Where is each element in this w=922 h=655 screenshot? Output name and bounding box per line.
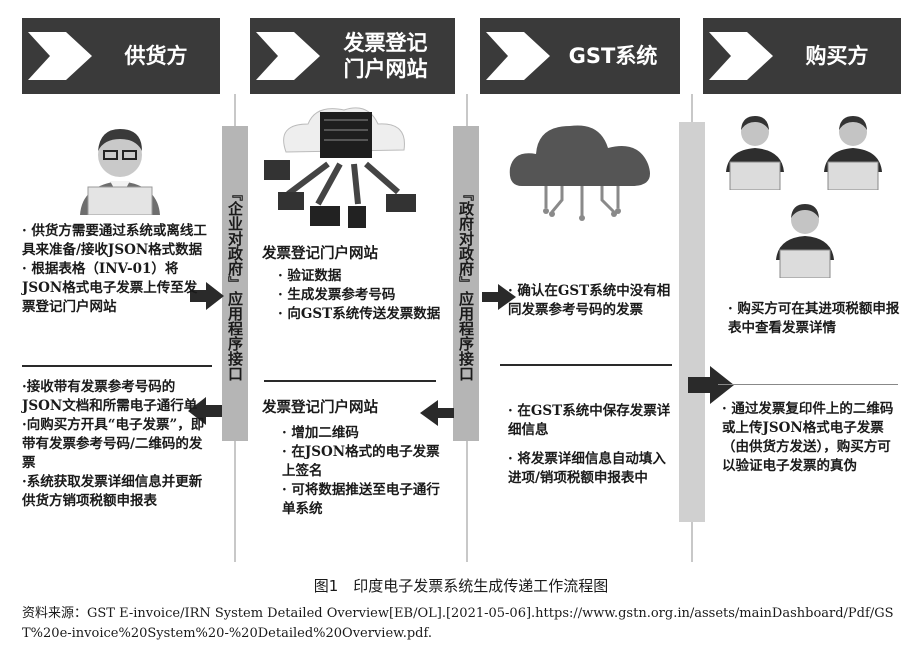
list-item: ·向购买方开具“电子发票”，即带有发票参考号码/二维码的发票 bbox=[22, 417, 205, 471]
list-item: · 验证数据 bbox=[278, 268, 342, 284]
figure-caption: 图1 印度电子发票系统生成传递工作流程图 bbox=[313, 577, 609, 595]
list-item: · 购买方可在其进项税额申报表中查看发票详情 bbox=[728, 301, 900, 336]
supplier-person-icon bbox=[80, 129, 160, 215]
buyer-person-icon bbox=[726, 116, 784, 190]
arrow-right-icon bbox=[190, 282, 224, 310]
supplier-bottom-text: ·接收带有发票参考号码的JSON文档和所需电子通行单 ·向购买方开具“电子发票”… bbox=[22, 378, 210, 511]
gst-top-text: · 确认在GST系统中没有相同发票参考号码的发票 bbox=[508, 282, 676, 320]
cloud-icon bbox=[509, 125, 650, 221]
source-text: GST E-invoice/IRN System Detailed Overvi… bbox=[22, 606, 894, 641]
header-title: 购买方 bbox=[805, 43, 869, 68]
list-item: · 通过发票复印件上的二维码或上传JSON格式电子发票（由供货方发送），购买方可… bbox=[722, 401, 894, 474]
portal-bottom-text: 发票登记门户网站 bbox=[262, 398, 422, 421]
section-title: 发票登记门户网站 bbox=[262, 245, 378, 262]
header-arrow-icon bbox=[486, 32, 550, 80]
buyer-person-icon bbox=[776, 204, 834, 278]
list-item: · 生成发票参考号码 bbox=[278, 287, 396, 303]
network-server-icon bbox=[264, 107, 416, 228]
list-item: · 在JSON格式的电子发票上签名 bbox=[282, 444, 440, 479]
source-note: 资料来源：GST E-invoice/IRN System Detailed O… bbox=[22, 604, 902, 644]
list-item: ·接收带有发票参考号码的JSON文档和所需电子通行单 bbox=[22, 379, 198, 414]
buyer-side-bar bbox=[679, 122, 705, 522]
header-arrow-icon bbox=[256, 32, 320, 80]
list-item: · 根据表格（INV-01）将JSON格式电子发票上传至发票登记门户网站 bbox=[22, 261, 198, 315]
header-buyer: 购买方 bbox=[703, 18, 901, 94]
portal-top-text: 发票登记门户网站 · 验证数据 · 生成发票参考号码 · 向GST系统传送发票数… bbox=[262, 244, 446, 324]
buyer-top-text: · 购买方可在其进项税额申报表中查看发票详情 bbox=[728, 300, 900, 338]
b2g-api-bar: 『企业对政府』应用程序接口 bbox=[222, 126, 248, 441]
header-arrow-icon bbox=[709, 32, 773, 80]
list-item: · 将发票详细信息自动填入进项/销项税额申报表中 bbox=[508, 451, 666, 486]
divider bbox=[718, 384, 898, 385]
portal-bottom-items: · 增加二维码 · 在JSON格式的电子发票上签名 · 可将数据推送至电子通行单… bbox=[282, 424, 448, 519]
buyer-person-icon bbox=[824, 116, 882, 190]
list-item: · 增加二维码 bbox=[282, 425, 359, 441]
arrow-right-icon bbox=[688, 366, 734, 404]
list-item: · 供货方需要通过系统或离线工具来准备/接收JSON格式数据 bbox=[22, 223, 207, 258]
arrow-left-icon bbox=[188, 397, 222, 425]
list-item: · 可将数据推送至电子通行单系统 bbox=[282, 482, 440, 517]
header-title: GST系统 bbox=[568, 43, 658, 68]
header-portal: 发票登记 门户网站 bbox=[250, 18, 455, 94]
list-item: · 在GST系统中保存发票详细信息 bbox=[508, 403, 671, 438]
buyer-bottom-text: · 通过发票复印件上的二维码或上传JSON格式电子发票（由供货方发送），购买方可… bbox=[722, 400, 900, 476]
header-supplier: 供货方 bbox=[22, 18, 220, 94]
divider bbox=[500, 364, 672, 366]
divider bbox=[22, 365, 212, 367]
list-item: · 向GST系统传送发票数据 bbox=[278, 306, 441, 322]
source-label: 资料来源： bbox=[22, 606, 88, 621]
header-title: 供货方 bbox=[124, 43, 188, 68]
header-gst: GST系统 bbox=[480, 18, 680, 94]
list-item: · 确认在GST系统中没有相同发票参考号码的发票 bbox=[508, 283, 671, 318]
list-item: ·系统获取发票详细信息并更新供货方销项税额申报表 bbox=[22, 474, 203, 509]
gst-bottom-text: · 在GST系统中保存发票详细信息 · 将发票详细信息自动填入进项/销项税额申报… bbox=[508, 402, 676, 488]
header-arrow-icon bbox=[28, 32, 92, 80]
supplier-top-text: · 供货方需要通过系统或离线工具来准备/接收JSON格式数据 · 根据表格（IN… bbox=[22, 222, 208, 317]
arrow-left-icon bbox=[420, 400, 454, 426]
divider bbox=[264, 380, 436, 382]
arrow-right-icon bbox=[482, 284, 516, 310]
g2g-api-bar: 『政府对政府』应用程序接口 bbox=[453, 126, 479, 441]
section-title: 发票登记门户网站 bbox=[262, 399, 378, 416]
header-title: 发票登记 门户网站 bbox=[343, 30, 428, 81]
